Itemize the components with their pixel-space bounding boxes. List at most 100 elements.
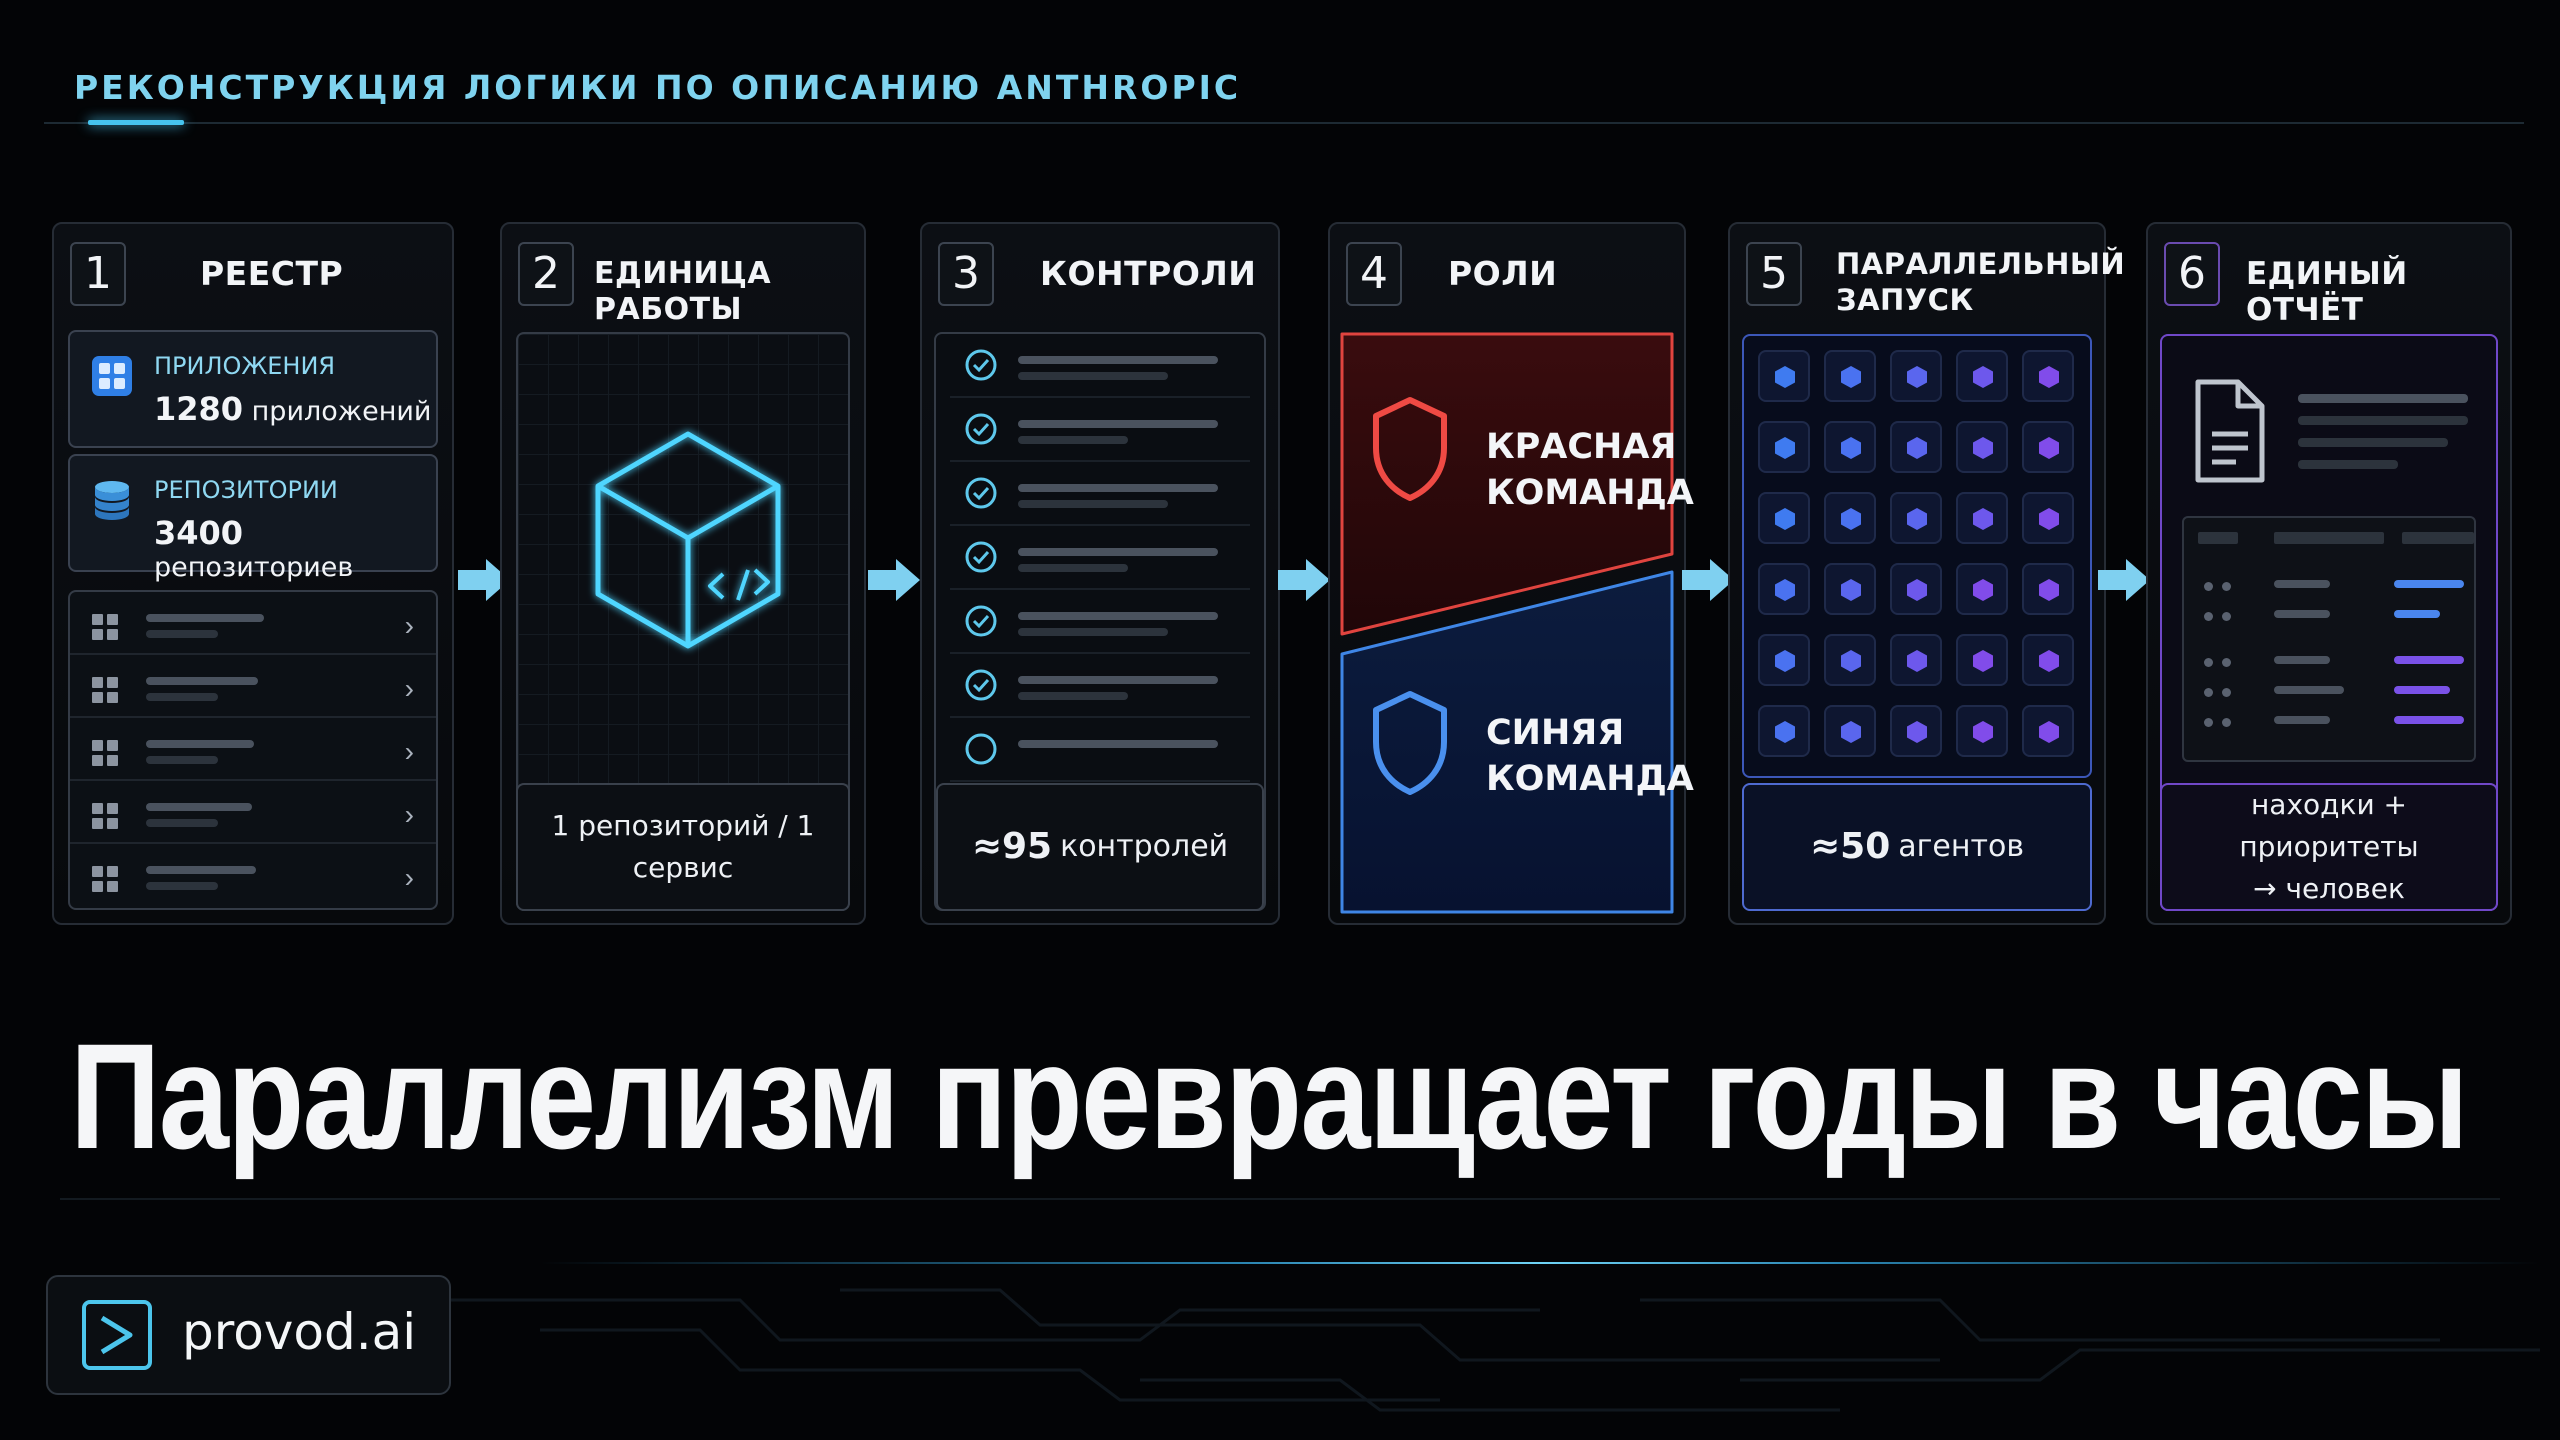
grid-icon [92, 740, 118, 766]
apps-count: 1280 приложений [154, 390, 432, 428]
header-divider [44, 122, 2524, 124]
grid-icon [92, 803, 118, 829]
grid-icon [92, 614, 118, 640]
work-unit-panel [516, 332, 850, 911]
agent-node [1824, 563, 1876, 615]
agent-node [1956, 421, 2008, 473]
hexagon-icon [1841, 650, 1861, 672]
hexagon-icon [2039, 508, 2059, 530]
hexagon-icon [2039, 721, 2059, 743]
agent-node [2022, 563, 2074, 615]
step-registry: 1 РЕЕСТР ПРИЛОЖЕНИЯ 1280 приложений РЕПО… [52, 222, 454, 925]
agent-node [1824, 492, 1876, 544]
step-title: КОНТРОЛИ [1040, 254, 1257, 293]
hexagon-icon [2039, 579, 2059, 601]
check-circle-icon [965, 669, 997, 701]
hexagon-icon [1775, 650, 1795, 672]
list-item[interactable]: › [70, 781, 436, 844]
list-item[interactable]: › [70, 844, 436, 907]
step-title: РОЛИ [1448, 254, 1558, 293]
agent-node [2022, 421, 2074, 473]
agent-node [1890, 350, 1942, 402]
chevron-right-icon: › [404, 862, 414, 893]
hexagon-icon [1907, 721, 1927, 743]
grid-icon [92, 866, 118, 892]
apps-grid-icon [92, 356, 132, 396]
agent-node [2022, 634, 2074, 686]
agent-node [1758, 563, 1810, 615]
agent-node [1890, 634, 1942, 686]
hexagon-icon [1907, 579, 1927, 601]
header-title: РЕКОНСТРУКЦИЯ ЛОГИКИ ПО ОПИСАНИЮ ANTHROP… [74, 68, 1242, 107]
chevron-right-icon: › [404, 673, 414, 704]
hexagon-icon [1775, 721, 1795, 743]
agent-node [2022, 705, 2074, 757]
arrow-right-icon [458, 559, 510, 601]
list-item [950, 718, 1250, 782]
hexagon-icon [1841, 508, 1861, 530]
agents-grid [1742, 334, 2092, 778]
step-title: ПАРАЛЛЕЛЬНЫЙ ЗАПУСК [1836, 247, 2126, 317]
hexagon-icon [1907, 437, 1927, 459]
hexagon-icon [1973, 437, 1993, 459]
agent-node [1890, 492, 1942, 544]
agent-node [1890, 421, 1942, 473]
hexagon-icon [1973, 366, 1993, 388]
step-number: 3 [938, 242, 994, 306]
arrow-right-icon [868, 559, 920, 601]
list-item[interactable]: › [70, 718, 436, 781]
agent-node [1824, 350, 1876, 402]
hexagon-icon [2039, 437, 2059, 459]
blue-shield-icon [1373, 691, 1447, 795]
step-number: 6 [2164, 242, 2220, 306]
step-unified-report: 6 ЕДИНЫЙ ОТЧЁТ находки + при [2146, 222, 2512, 925]
list-item[interactable]: › [70, 655, 436, 718]
list-item [950, 590, 1250, 654]
chevron-right-icon: › [404, 736, 414, 767]
check-circle-icon [965, 733, 997, 765]
check-circle-icon [965, 605, 997, 637]
repos-label: РЕПОЗИТОРИИ [154, 476, 338, 504]
check-circle-icon [965, 477, 997, 509]
agent-node [1758, 421, 1810, 473]
apps-card: ПРИЛОЖЕНИЯ 1280 приложений [68, 330, 438, 448]
report-table [2182, 516, 2476, 762]
agent-node [1758, 492, 1810, 544]
step-title: ЕДИНЫЙ ОТЧЁТ [2246, 256, 2408, 328]
database-icon [95, 481, 129, 520]
arrow-right-icon [1682, 559, 1734, 601]
step-number: 5 [1746, 242, 1802, 306]
document-icon [2195, 379, 2265, 483]
check-circle-icon [965, 541, 997, 573]
list-item[interactable]: › [70, 592, 436, 655]
header-accent [88, 120, 184, 125]
headline: Параллелизм превращает годы в часы [70, 1012, 2469, 1180]
report-footer: находки + приоритеты→ человек [2160, 783, 2498, 911]
list-item [950, 654, 1250, 718]
step-work-unit: 2 ЕДИНИЦА РАБОТЫ 1 репозиторий / 1 серви… [500, 222, 866, 925]
hexagon-icon [1973, 508, 1993, 530]
agent-node [1758, 634, 1810, 686]
agent-node [1824, 705, 1876, 757]
hexagon-icon [1907, 508, 1927, 530]
red-shield-icon [1373, 397, 1447, 501]
agent-node [1956, 634, 2008, 686]
terminal-prompt-icon [82, 1300, 152, 1370]
hexagon-icon [1841, 366, 1861, 388]
hexagon-icon [1907, 366, 1927, 388]
roles-panels [1340, 332, 1674, 914]
agent-node [1890, 563, 1942, 615]
agent-node [1758, 705, 1810, 757]
hexagon-icon [1775, 508, 1795, 530]
circuit-decoration [440, 1288, 2540, 1412]
brand-badge[interactable]: provod.ai [46, 1275, 451, 1395]
repos-card: РЕПОЗИТОРИИ 3400 репозиториев [68, 454, 438, 583]
hexagon-icon [1973, 721, 1993, 743]
chevron-right-icon: › [404, 799, 414, 830]
hexagon-icon [1775, 579, 1795, 601]
repos-count: 3400 репозиториев [154, 514, 354, 583]
step-number: 4 [1346, 242, 1402, 306]
